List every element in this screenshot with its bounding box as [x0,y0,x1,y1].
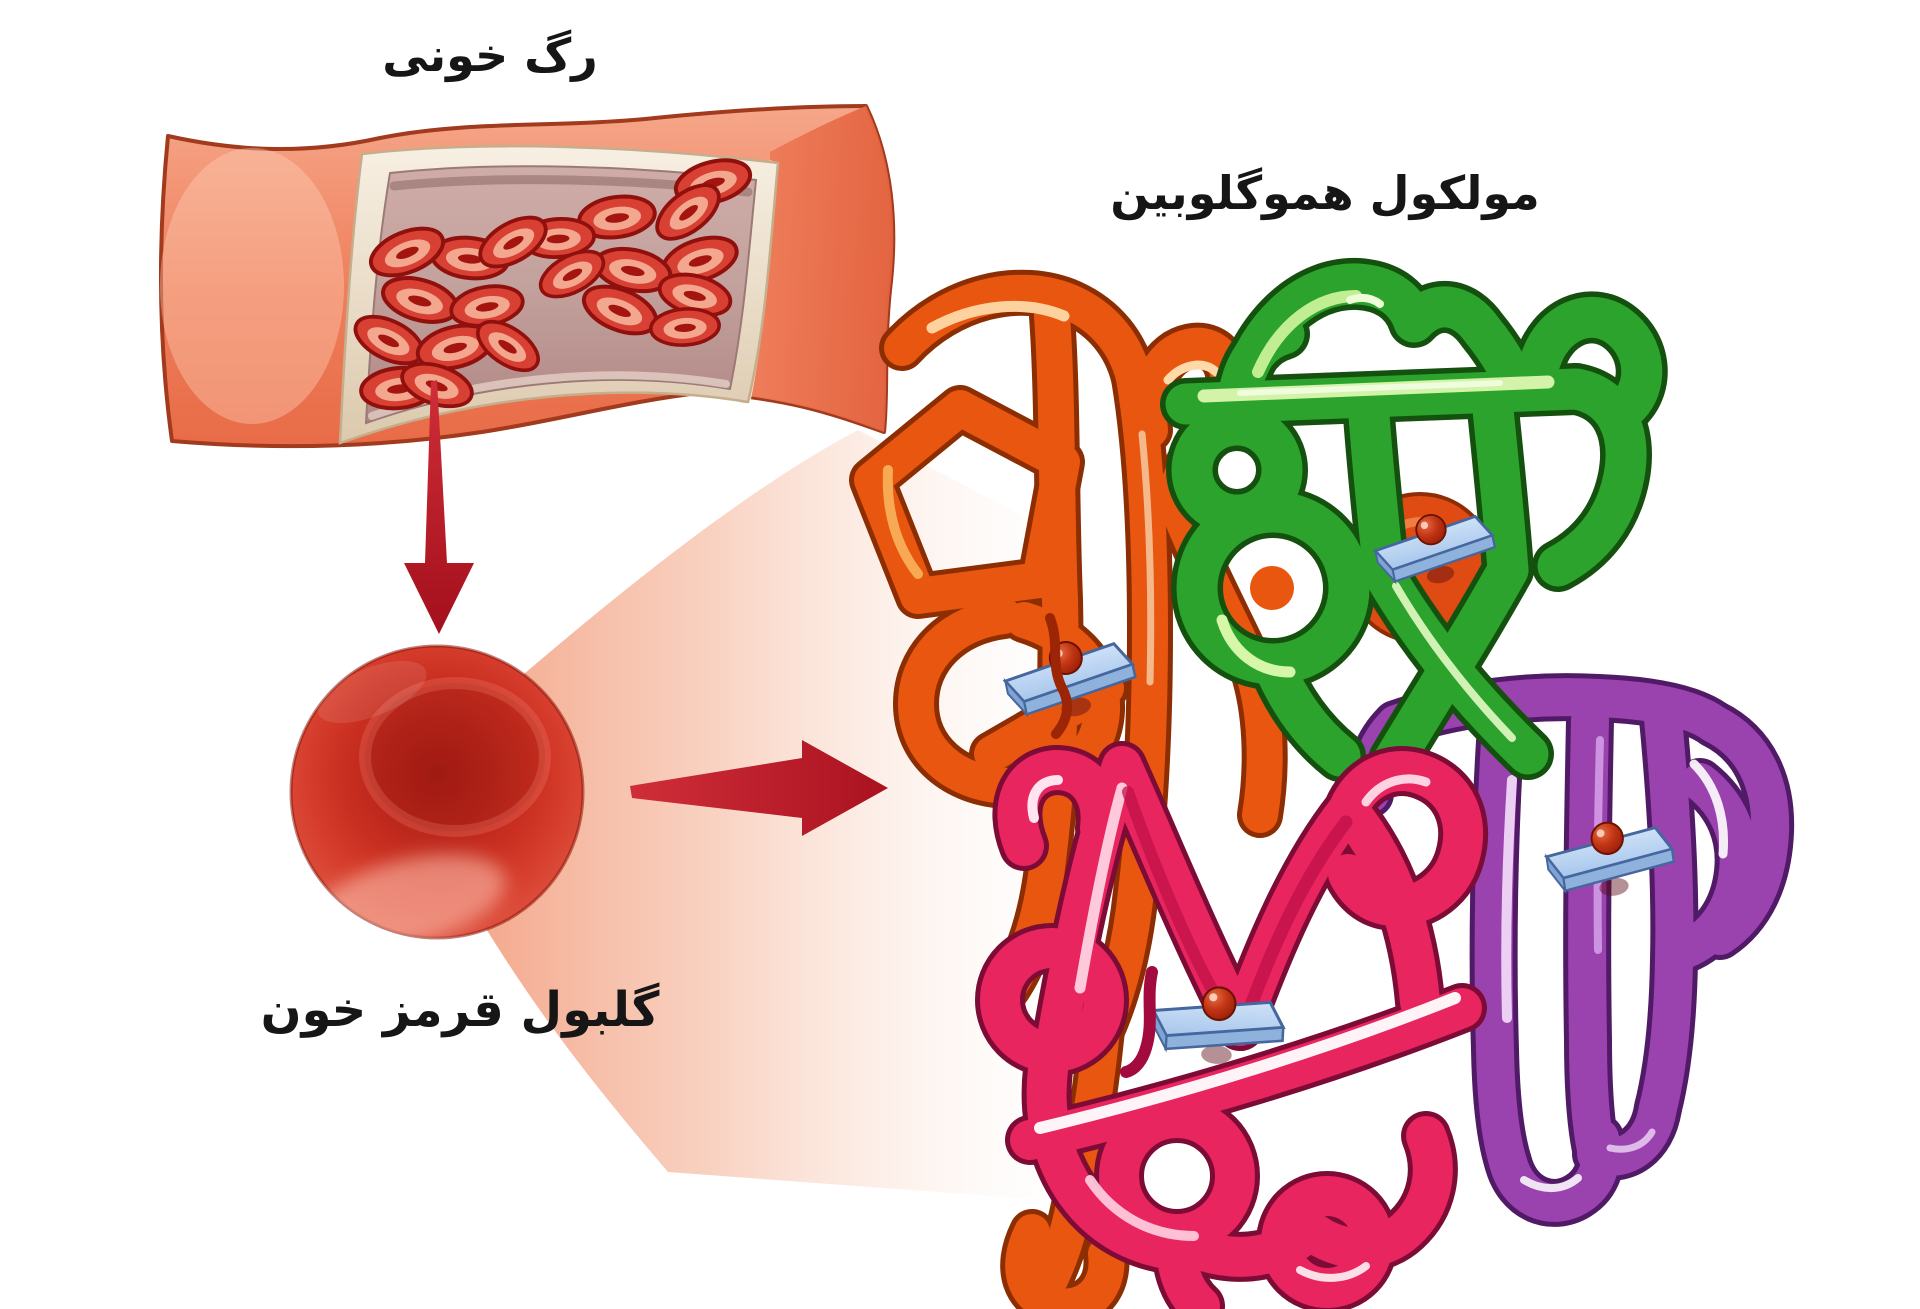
right-arrow-icon [630,740,888,836]
vessel-right-wall [748,106,894,432]
red-blood-cell-illustration [289,644,585,940]
hemoglobin-molecule-label: مولکول هموگلوبین [1110,166,1541,220]
subunit-pink [1000,766,1463,1306]
vessel-left-highlight [160,148,344,424]
down-arrow-icon [404,380,474,634]
red-blood-cell-label: گلبول قرمز خون [260,982,661,1038]
subunit-green [1186,284,1642,760]
hemoglobin-molecule-illustration [872,284,1770,1307]
blood-vessel-label: رگ خونی [382,28,598,82]
heme-groups [998,501,1679,1078]
blood-vessel-illustration [158,104,896,449]
zoom-beam [445,430,1072,1202]
